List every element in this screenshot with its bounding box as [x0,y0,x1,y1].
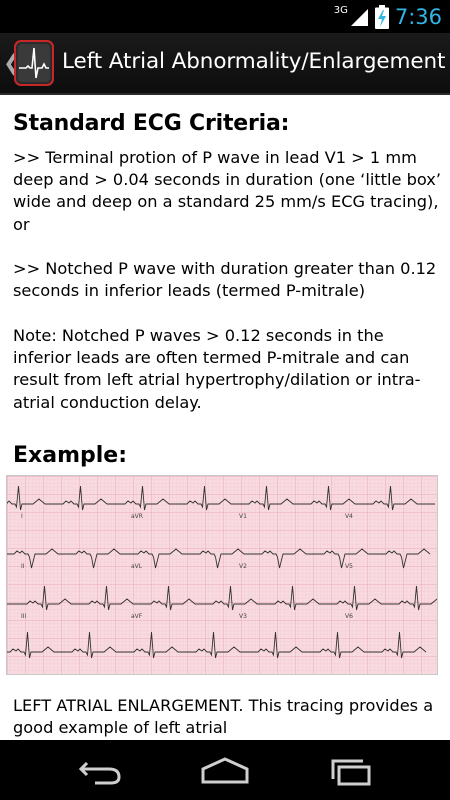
ecg-lead-label: III [21,613,27,620]
criteria-heading: Standard ECG Criteria: [13,111,290,136]
navigation-bar [0,740,450,800]
action-bar: ❮ Left Atrial Abnormality/Enlargement [0,33,450,95]
ecg-trace-row-3 [7,585,437,611]
example-heading: Example: [13,443,127,468]
ecg-app-icon[interactable] [14,40,54,86]
content-scroll-area[interactable]: Standard ECG Criteria: >> Terminal proti… [0,95,450,740]
note-paragraph: Note: Notched P waves > 0.12 seconds in … [13,326,421,412]
signal-icon [350,9,368,26]
ecg-lead-label: V5 [345,563,353,570]
ecg-trace-row-2 [7,548,431,569]
ecg-lead-label: aVL [131,563,143,570]
ecg-trace-row-4 [7,631,427,659]
ecg-lead-label: aVR [131,513,143,520]
example-caption: LEFT ATRIAL ENLARGEMENT. This tracing pr… [13,696,434,738]
ecg-lead-label: V3 [239,613,247,620]
ecg-lead-label: I [21,513,23,520]
network-type-label: 3G [333,4,348,16]
ecg-lead-label: II [21,563,25,570]
status-icons: 3G 7:36 [334,4,442,30]
status-bar: 3G 7:36 [0,0,450,33]
recents-icon[interactable] [315,750,385,790]
ecg-lead-label: aVF [131,613,143,620]
ecg-lead-label: V2 [239,563,247,570]
ecg-lead-label: V6 [345,613,353,620]
criteria-item-2: >> Notched P wave with duration greater … [13,259,437,301]
back-icon[interactable] [65,750,135,790]
screen-title: Left Atrial Abnormality/Enlargement [62,49,446,74]
ecg-trace-row-1 [7,485,435,511]
status-clock: 7:36 [394,5,442,29]
ecg-lead-label: V4 [345,513,353,520]
home-icon[interactable] [190,750,260,790]
ecg-lead-label: V1 [239,513,247,520]
battery-charging-icon [374,5,389,29]
criteria-item-1: >> Terminal protion of P wave in lead V1… [13,148,442,234]
